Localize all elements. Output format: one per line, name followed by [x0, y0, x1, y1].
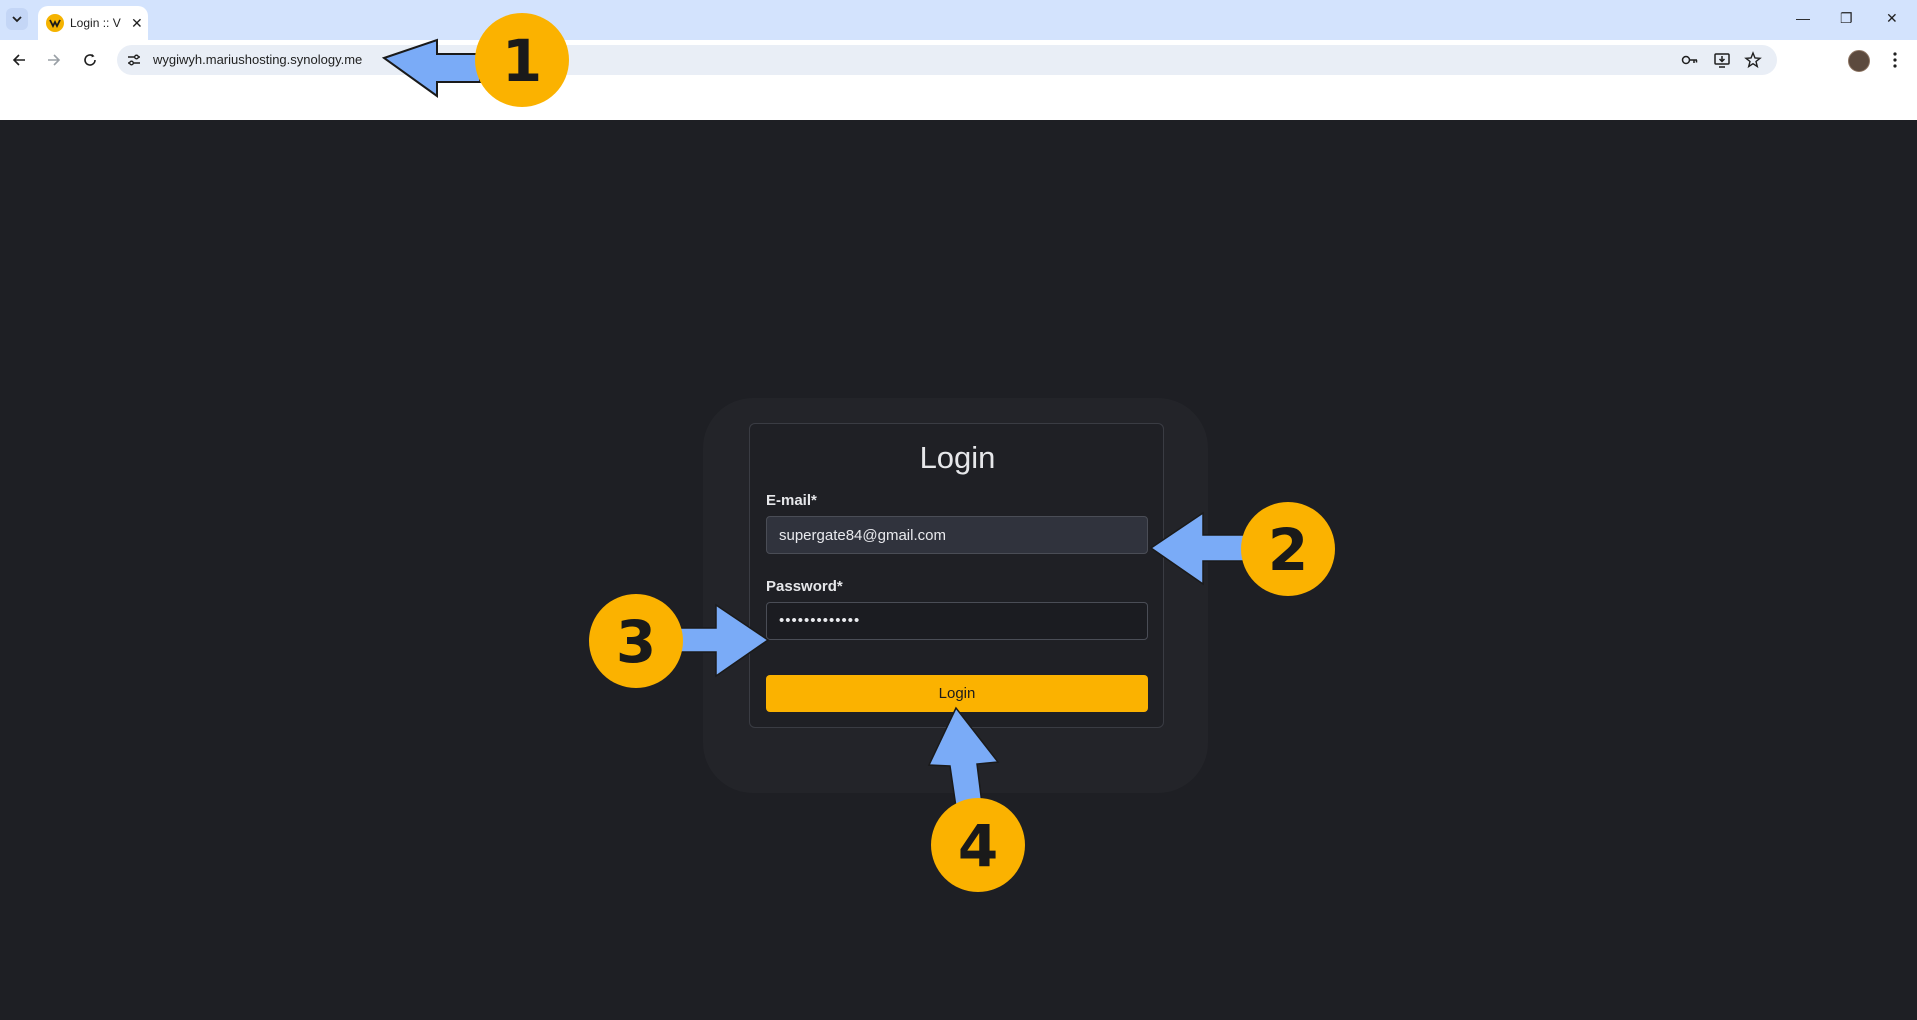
page-content: Login E-mail* Password* ••••••••••••• Lo… — [0, 120, 1917, 1020]
site-info-icon[interactable] — [125, 51, 143, 69]
menu-icon[interactable] — [1888, 50, 1902, 70]
tab-title: Login :: V — [70, 16, 121, 30]
tab-close-icon[interactable]: ✕ — [131, 14, 143, 31]
login-card: Login E-mail* Password* ••••••••••••• Lo… — [749, 423, 1164, 728]
forward-icon[interactable] — [44, 50, 64, 70]
bookmark-star-icon[interactable] — [1744, 51, 1762, 69]
reload-icon[interactable] — [80, 50, 100, 70]
browser-tab[interactable]: Login :: V ✕ — [38, 6, 148, 40]
toolbar-spacer — [0, 80, 1917, 120]
login-button[interactable]: Login — [766, 675, 1148, 712]
tab-search-icon[interactable] — [6, 8, 28, 30]
install-app-icon[interactable] — [1713, 51, 1731, 69]
tab-bar: Login :: V ✕ — ❐ ✕ — [0, 0, 1917, 40]
password-key-icon[interactable] — [1681, 51, 1699, 69]
favicon-icon — [46, 14, 64, 32]
email-label: E-mail* — [766, 492, 817, 509]
back-icon[interactable] — [9, 50, 29, 70]
email-field[interactable] — [766, 516, 1148, 554]
url-text[interactable]: wygiwyh.mariushosting.synology.me — [153, 52, 363, 67]
window-close-icon[interactable]: ✕ — [1886, 10, 1898, 26]
browser-toolbar: wygiwyh.mariushosting.synology.me — [0, 40, 1917, 80]
profile-avatar[interactable] — [1848, 50, 1870, 72]
address-bar[interactable]: wygiwyh.mariushosting.synology.me — [117, 45, 1777, 75]
minimize-icon[interactable]: — — [1796, 10, 1810, 26]
password-field[interactable]: ••••••••••••• — [766, 602, 1148, 640]
restore-icon[interactable]: ❐ — [1840, 10, 1853, 26]
login-title: Login — [919, 440, 996, 475]
password-label: Password* — [766, 578, 843, 595]
